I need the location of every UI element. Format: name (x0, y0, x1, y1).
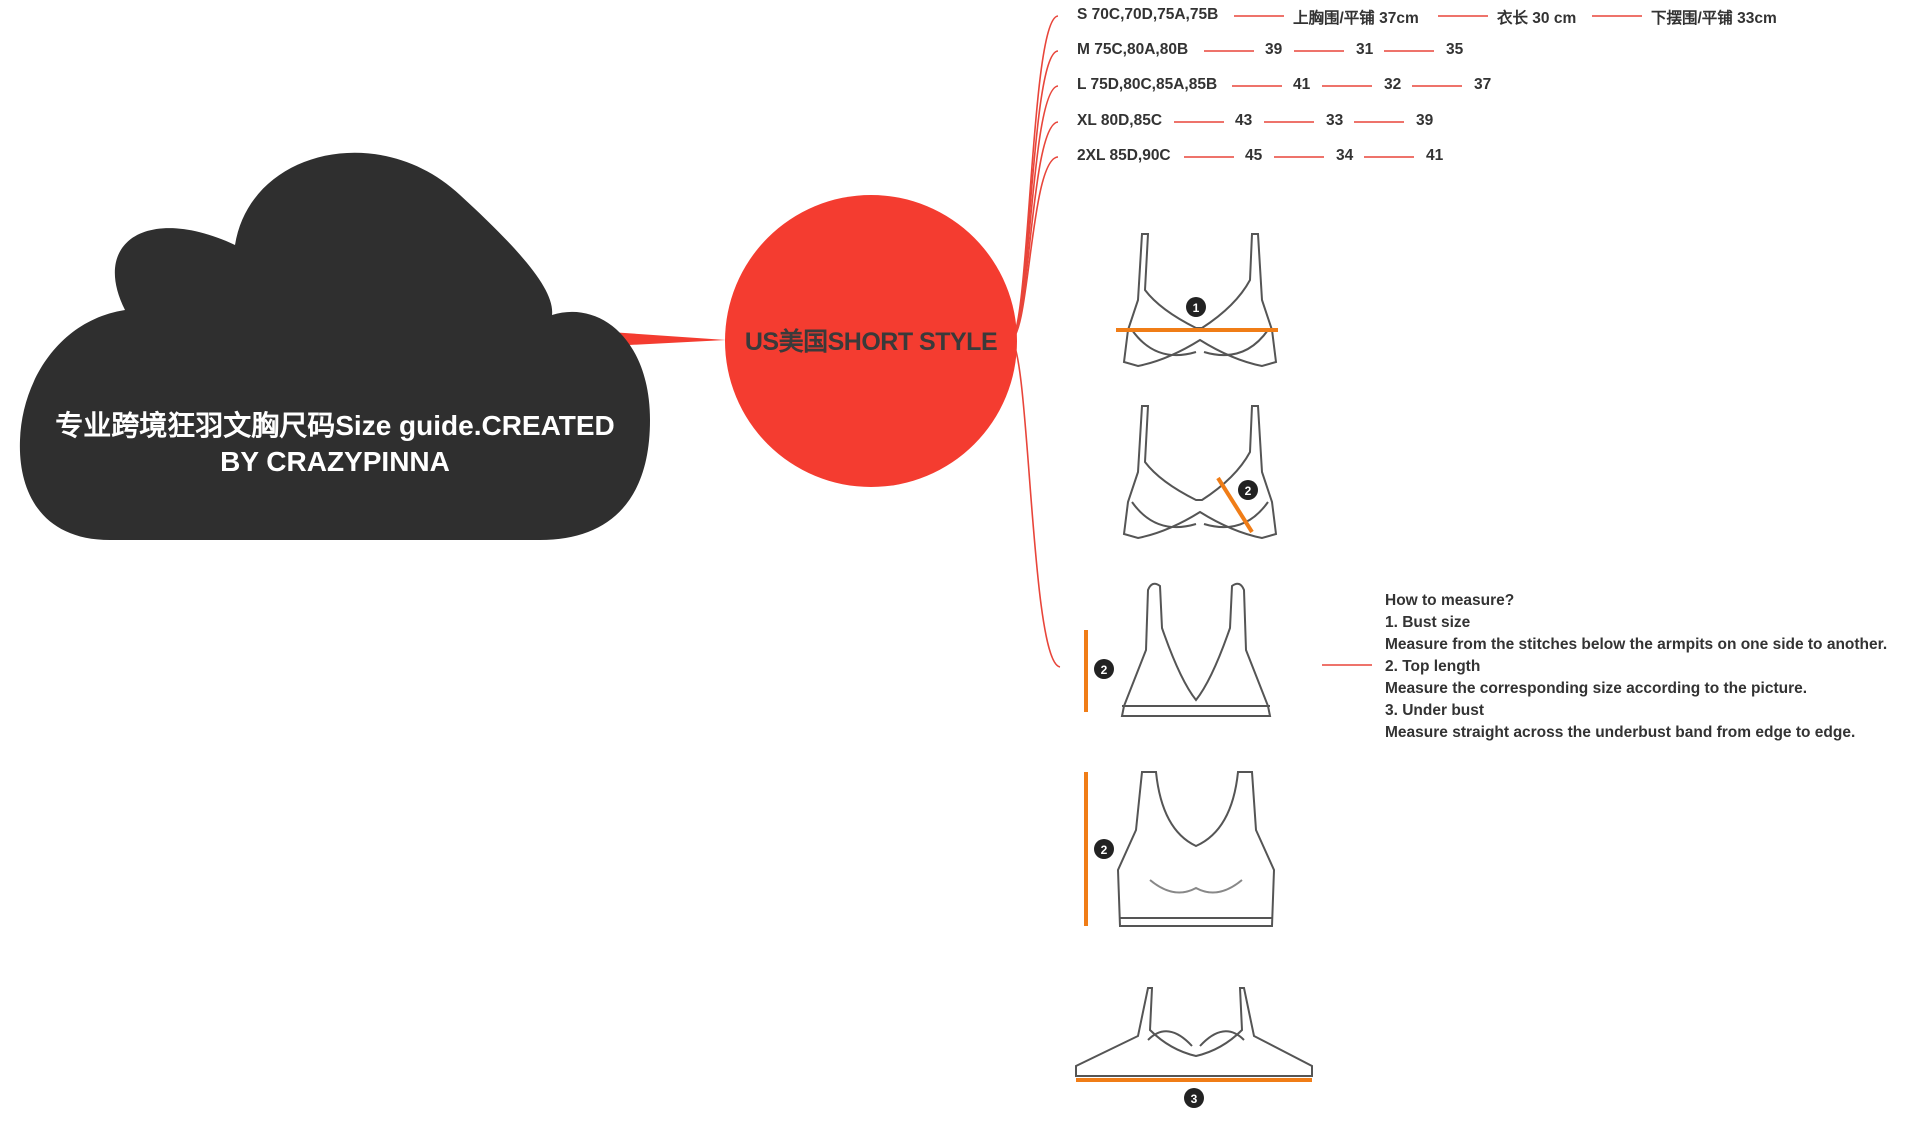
bust-value: 45 (1245, 147, 1263, 164)
root-to-center-connector (610, 332, 726, 346)
marker-2-text-length-1: 2 (1101, 663, 1108, 677)
bust-value: 41 (1293, 76, 1311, 93)
marker-2-text-cup: 2 (1245, 484, 1252, 498)
marker-3-circle (1184, 1088, 1204, 1108)
length-value: 31 (1356, 41, 1374, 58)
marker-3-text: 3 (1191, 1092, 1198, 1106)
bust-value: 43 (1235, 112, 1253, 129)
underbust-value: 37 (1474, 76, 1492, 93)
cup-measure-line (1216, 476, 1254, 534)
cloud-shape (19, 152, 650, 540)
underbust-value: 39 (1416, 112, 1434, 129)
length-value: 33 (1326, 112, 1344, 129)
marker-1-text: 1 (1193, 301, 1200, 315)
size-label: M 75C,80A,80B (1077, 41, 1189, 58)
size-label: L 75D,80C,85A,85B (1077, 76, 1218, 93)
center-node-circle (725, 195, 1017, 487)
root-node-title[interactable]: 专业跨境狂羽文胸尺码Size guide.CREATED BY CRAZYPIN… (55, 410, 615, 477)
how-to-item-2-title: 2. Top length (1385, 658, 1481, 675)
center-node-title[interactable]: US美国SHORT STYLE (744, 328, 998, 356)
how-to-heading: How to measure? (1385, 592, 1515, 609)
how-to-item-3-text: Measure straight across the underbust ba… (1385, 724, 1856, 741)
length-value: 32 (1384, 76, 1402, 93)
marker-2-circle-length-2 (1094, 839, 1114, 859)
marker-2-text-length-2: 2 (1101, 843, 1108, 857)
how-to-item-1-title: 1. Bust size (1385, 614, 1471, 631)
marker-2-circle-cup (1238, 480, 1258, 500)
marker-1-circle (1186, 297, 1206, 317)
size-label: S 70C,70D,75A,75B (1077, 6, 1219, 23)
how-to-measure-note[interactable]: How to measure? 1. Bust size Measure fro… (1385, 590, 1887, 744)
size-label: 2XL 85D,90C (1077, 147, 1171, 164)
underbust-value: 35 (1446, 41, 1464, 58)
length-value: 衣长 30 cm (1497, 10, 1577, 27)
sportsbra-diagram-length (1116, 771, 1276, 927)
underbust-value: 下摆围/平铺 33cm (1651, 10, 1777, 27)
length-value: 34 (1336, 147, 1354, 164)
how-to-item-3-title: 3. Under bust (1385, 702, 1485, 719)
branch-connectors (1009, 15, 1061, 668)
how-to-item-2-text: Measure the corresponding size according… (1385, 680, 1808, 697)
how-to-item-1-text: Measure from the stitches below the armp… (1385, 636, 1888, 653)
bust-value: 上胸围/平铺 37cm (1293, 10, 1419, 27)
row-connectors (1174, 15, 1642, 666)
bra-diagram-cup (1122, 405, 1278, 540)
bust-value: 39 (1265, 41, 1283, 58)
size-label: XL 80D,85C (1077, 112, 1163, 129)
underbust-value: 41 (1426, 147, 1444, 164)
bra-diagram-underbust (1075, 987, 1313, 1077)
bra-diagram-bust (1122, 233, 1278, 368)
marker-2-circle-length-1 (1094, 659, 1114, 679)
bralette-diagram-length (1120, 582, 1272, 717)
